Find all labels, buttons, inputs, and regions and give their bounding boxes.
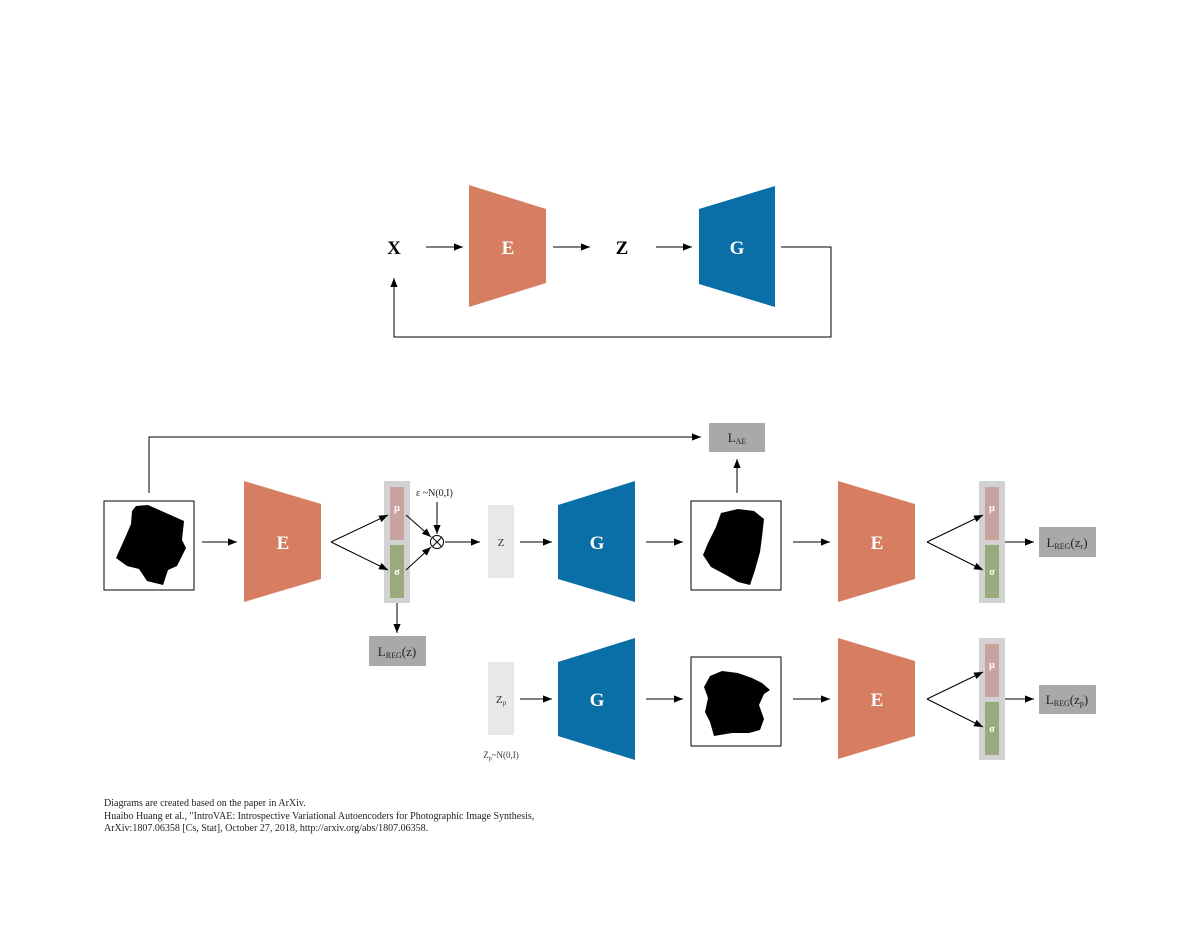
epsilon-label: ε ~N(0,I) xyxy=(416,488,453,499)
zp-box-label: Zp xyxy=(496,694,507,707)
encoder-1-shape xyxy=(244,481,321,602)
loss-reg-z-box xyxy=(369,636,426,666)
sigma-bar-2 xyxy=(985,545,999,598)
top-diagram: X E Z G xyxy=(387,185,832,338)
bottom-diagram: LAE E μ σ ε ~N(0,I) LREG(z) xyxy=(103,423,1096,762)
z-box-label: Z xyxy=(498,537,505,549)
encoder-3-shape xyxy=(838,638,915,759)
top-encoder-shape xyxy=(469,185,546,307)
arrow-enc1-to-sigma xyxy=(330,541,389,571)
footnote-line-1: Diagrams are created based on the paper … xyxy=(104,798,306,809)
multiply-icon xyxy=(430,535,444,549)
loss-reg-z-label: LREG(z) xyxy=(378,644,416,660)
top-z-label: Z xyxy=(616,238,629,259)
footnote-line-2: Huaibo Huang et al., "IntroVAE: Introspe… xyxy=(104,810,535,822)
sample-image-blob xyxy=(704,671,770,736)
top-x-label: X xyxy=(387,238,401,259)
encoder-2-shape xyxy=(838,481,915,602)
sigma-bar-3 xyxy=(985,702,999,755)
footnote: Diagrams are created based on the paper … xyxy=(104,798,534,836)
zp-distribution-label: Zp~N(0,I) xyxy=(483,750,519,762)
sigma-bar-1 xyxy=(390,545,404,598)
sigma-label-1: σ xyxy=(394,567,400,578)
mu-label-1: μ xyxy=(394,503,400,514)
loss-reg-zr-label: LREG(zr) xyxy=(1046,535,1087,551)
generator-2-shape xyxy=(558,638,635,760)
z-box xyxy=(488,505,514,578)
mu-bar-3 xyxy=(985,644,999,697)
top-encoder-label: E xyxy=(502,238,515,259)
mu-bar-1 xyxy=(390,487,404,540)
mu-bar-2 xyxy=(985,487,999,540)
sigma-label-2: σ xyxy=(989,567,995,578)
arrow-enc2-to-mu xyxy=(926,514,984,543)
footnote-line-3: ArXiv:1807.06358 [Cs, Stat], October 27,… xyxy=(104,823,429,834)
recon-image-blob xyxy=(703,509,764,585)
generator-1-shape xyxy=(558,481,635,602)
zp-box xyxy=(488,662,514,735)
mu-label-2: μ xyxy=(989,503,995,514)
loss-reg-zr-box xyxy=(1039,527,1096,557)
arrow-enc3-to-sigma xyxy=(926,698,984,728)
arrow-enc2-to-sigma xyxy=(926,541,984,571)
generator-1-label: G xyxy=(590,533,605,554)
arrow-sigma-to-product xyxy=(405,546,432,571)
top-feedback-arrow xyxy=(390,246,832,338)
mu-label-3: μ xyxy=(989,660,995,671)
loss-reg-zp-box xyxy=(1039,685,1096,714)
sigma-label-3: σ xyxy=(989,724,995,735)
encoder-2-label: E xyxy=(871,533,884,554)
arrow-enc3-to-mu xyxy=(926,671,984,700)
input-image-blob xyxy=(116,505,186,585)
encoder-1-label: E xyxy=(277,533,290,554)
arrow-mu-to-product xyxy=(405,514,432,538)
arrow-enc1-to-mu xyxy=(330,514,389,543)
generator-2-label: G xyxy=(590,690,605,711)
loss-reg-zp-label: LREG(zp) xyxy=(1046,692,1088,708)
loss-ae-box xyxy=(709,423,765,452)
top-generator-label: G xyxy=(730,238,745,259)
arrow-input-to-lae xyxy=(148,433,701,493)
encoder-3-label: E xyxy=(871,690,884,711)
top-generator-shape xyxy=(699,186,775,307)
loss-ae-label: LAE xyxy=(728,430,747,446)
